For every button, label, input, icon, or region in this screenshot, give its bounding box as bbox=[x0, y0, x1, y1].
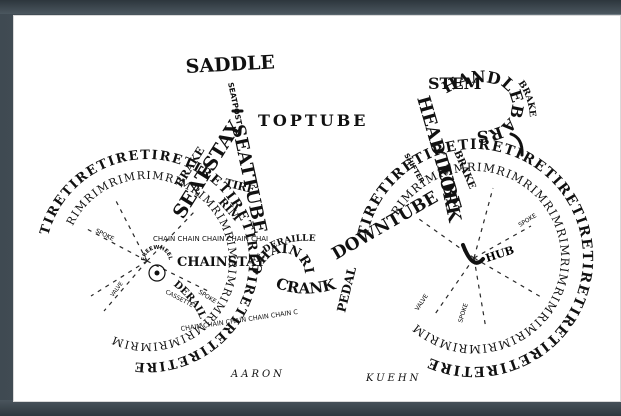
bicycle-typography-poster: TIRETIRETIRETIRETIRETIRETIRETIRETIRETIRE… bbox=[13, 15, 621, 402]
credit-first-name: AARON bbox=[230, 369, 285, 380]
right-valve-label: VALVE bbox=[414, 293, 430, 312]
right-spoke-label-2: SPOKE bbox=[457, 302, 470, 323]
background-bottom-shade bbox=[0, 400, 621, 416]
credit-last-name: KUEHN bbox=[365, 373, 421, 384]
hub-label: HUB bbox=[484, 243, 516, 264]
freewheel-ring: FREEWHEEL bbox=[141, 245, 173, 261]
artist-credit: AARON KUEHN bbox=[230, 369, 421, 384]
right-spokes bbox=[419, 188, 541, 329]
fork-dropout-curve bbox=[463, 245, 483, 263]
cassette-center bbox=[155, 271, 160, 276]
right-spoke-label: SPOKE bbox=[517, 212, 538, 229]
toptube-label: TOPTUBE bbox=[258, 111, 368, 130]
background-top-shade bbox=[0, 0, 621, 14]
pedal-label: PEDAL bbox=[334, 265, 359, 314]
right-wheel: TIRETIRETIRETIRETIRETIRETIRETIRETIRETIRE… bbox=[355, 137, 595, 379]
left-spoke-label: SPOKE bbox=[94, 228, 115, 243]
bicycle-art: TIRETIRETIRETIRETIRETIRETIRETIRETIRETIRE… bbox=[13, 15, 621, 402]
saddle-label: SADDLE bbox=[185, 51, 275, 78]
crank-text: CRANK bbox=[274, 274, 339, 298]
right-rim-text: RIMRIMRIMRIMRIMRIMRIMRIMRIMRIMRIMRIMRIMR… bbox=[388, 160, 572, 356]
